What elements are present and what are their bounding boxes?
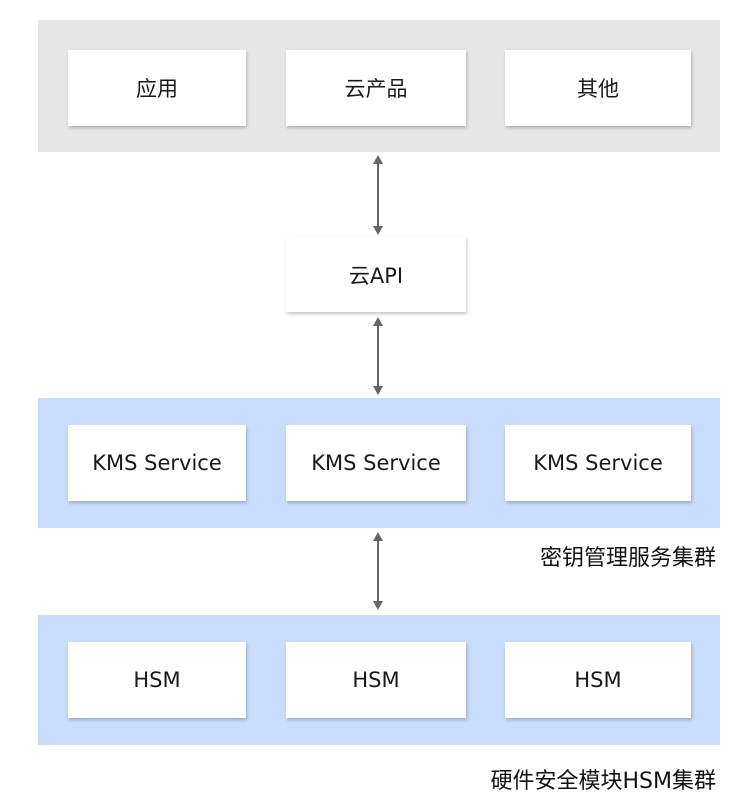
cloud-api-box: 云API: [286, 237, 466, 312]
bidirectional-arrow-icon: [373, 155, 383, 235]
kms-service-box: KMS Service: [68, 425, 246, 501]
hsm-label: HSM: [352, 668, 400, 692]
kms-service-label: KMS Service: [311, 451, 441, 475]
hsm-box: HSM: [68, 642, 246, 718]
client-box-other: 其他: [505, 50, 691, 126]
kms-service-label: KMS Service: [533, 451, 663, 475]
cloud-api-label: 云API: [348, 263, 404, 288]
kms-service-label: KMS Service: [92, 451, 222, 475]
kms-service-box: KMS Service: [286, 425, 466, 501]
client-box-cloud-product: 云产品: [286, 50, 466, 126]
client-box-app: 应用: [68, 50, 246, 126]
kms-cluster-caption: 密钥管理服务集群: [539, 546, 716, 571]
client-box-other-label: 其他: [577, 77, 619, 101]
client-box-app-label: 应用: [136, 77, 178, 101]
client-box-cloud-product-label: 云产品: [344, 77, 408, 101]
bidirectional-arrow-icon: [373, 532, 383, 610]
hsm-label: HSM: [133, 668, 181, 692]
kms-service-box: KMS Service: [505, 425, 691, 501]
bidirectional-arrow-icon: [373, 317, 383, 395]
hsm-cluster-caption: 硬件安全模块HSM集群: [490, 769, 717, 794]
hsm-label: HSM: [574, 668, 622, 692]
hsm-box: HSM: [286, 642, 466, 718]
hsm-box: HSM: [505, 642, 691, 718]
